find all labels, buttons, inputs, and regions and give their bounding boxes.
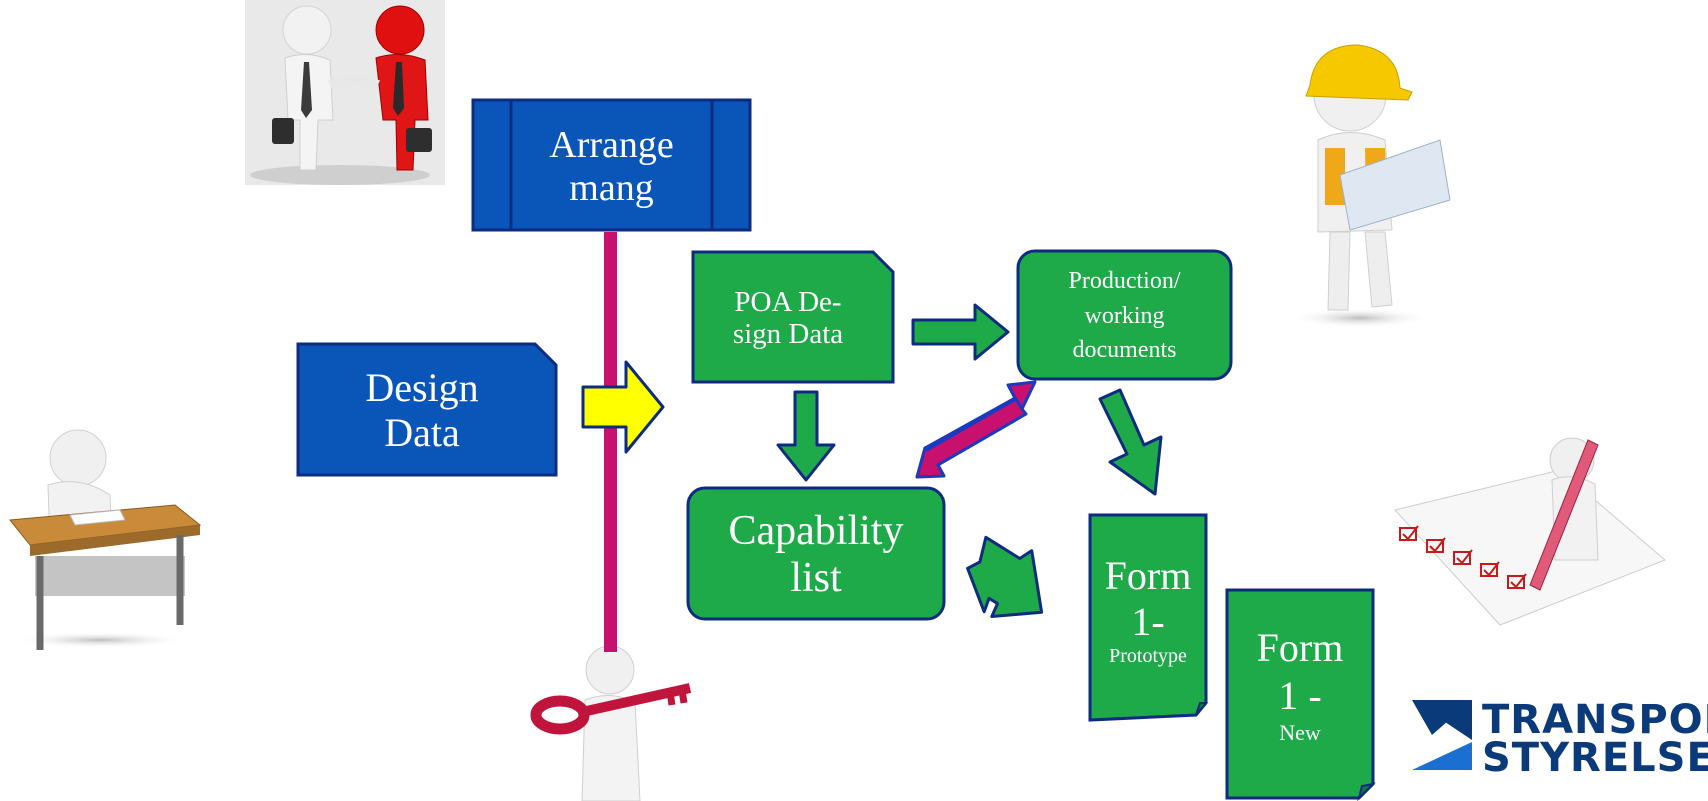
arrow-poa-to-production bbox=[911, 303, 1010, 361]
person-with-key-illustration bbox=[530, 645, 692, 801]
person-writing-at-desk-illustration bbox=[9, 429, 202, 650]
transportstyrelsen-logo-mark bbox=[1412, 700, 1472, 770]
production-documents-box bbox=[1016, 249, 1233, 381]
form1-new-box bbox=[1225, 588, 1375, 800]
arrow-poa-to-capability bbox=[776, 390, 836, 482]
worker-with-blueprint-illustration bbox=[1290, 44, 1451, 328]
double-arrow-capability-form1 bbox=[966, 535, 1044, 618]
handshake-figures-illustration bbox=[245, 0, 445, 185]
form1-prototype-box bbox=[1088, 513, 1208, 722]
arrangement-box bbox=[471, 98, 752, 232]
logo-text-line2: STYRELSEN bbox=[1482, 735, 1708, 781]
logo-text-line1: TRANSPORT bbox=[1482, 697, 1708, 743]
capability-list-box bbox=[686, 486, 946, 621]
arrow-production-to-form1 bbox=[1098, 388, 1163, 496]
magenta-divider-line bbox=[604, 232, 617, 652]
yellow-arrow bbox=[581, 360, 665, 454]
poa-design-data-box bbox=[691, 250, 895, 384]
person-with-checklist-illustration bbox=[1394, 437, 1666, 626]
design-data-box bbox=[296, 342, 558, 477]
